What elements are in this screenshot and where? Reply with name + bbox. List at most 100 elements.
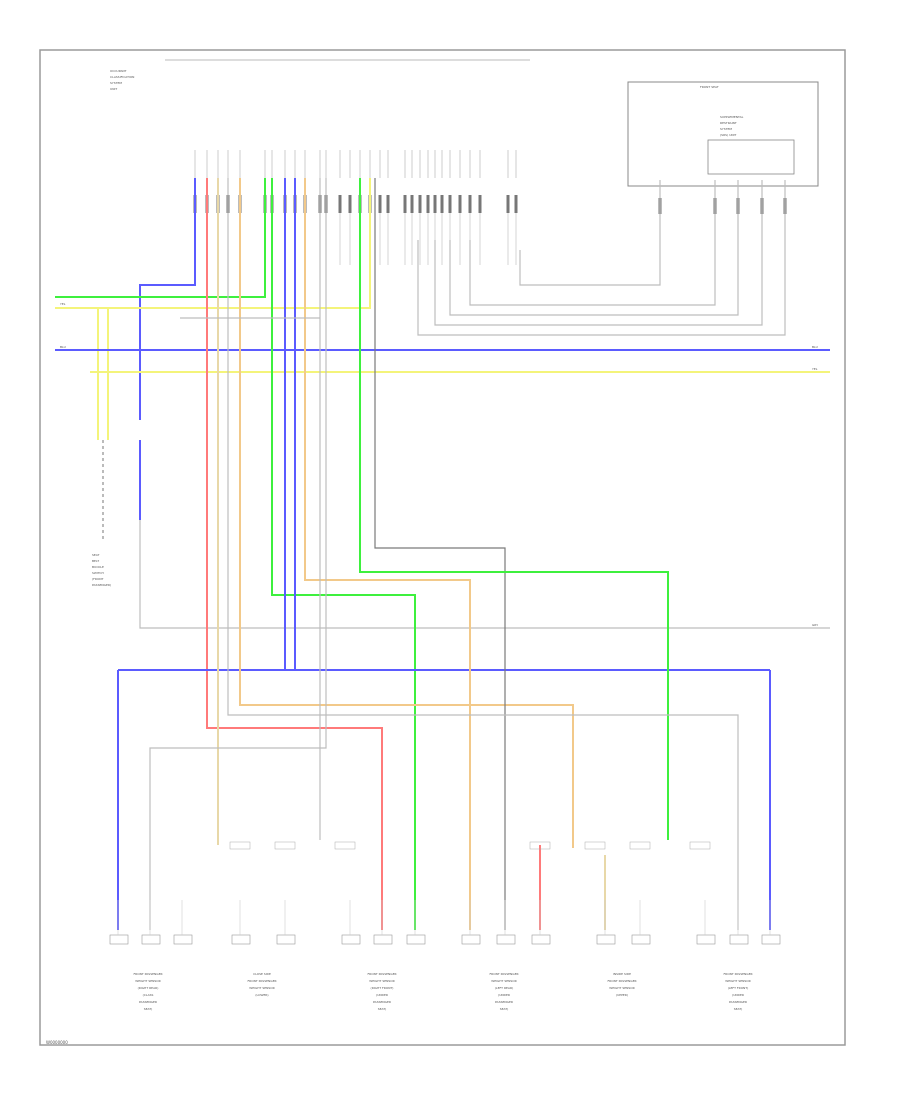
wire-green-main (271, 178, 416, 930)
module-5-line: WEIGHT SENSOR (609, 986, 635, 990)
switch-line-1: SEAT (92, 553, 100, 557)
module-2-line: (LOWER) (255, 993, 268, 997)
switch-line-2: BELT (92, 559, 99, 563)
module-2-label: CLOSE SIDE FRONT PASSENGER WEIGHT SENSOR (L… (247, 972, 276, 997)
seat-belt-switch-label: SEAT BELT BUCKLE SWITCH (FRONT PASSENGER… (92, 553, 111, 587)
unit-line-4: UNIT (110, 87, 117, 91)
bus-right-label-1: BLU (812, 345, 818, 349)
bottom-connector (109, 900, 129, 945)
module-3-line: PASSENGER (373, 1000, 391, 1004)
switch-line-5: (FRONT (92, 577, 104, 581)
module-5-line: INSIDE SIDE (613, 972, 631, 976)
module-4-line: PASSENGER (495, 1000, 513, 1004)
connector-pin (514, 150, 518, 265)
splice-connector (274, 841, 296, 850)
srs-sub-line-2: RESTRAINT (720, 121, 737, 125)
module-5-line: (UPPER) (616, 993, 628, 997)
bottom-connector-layer (109, 841, 781, 945)
srs-box-title: FRONT SEAT (700, 85, 719, 89)
module-1-line: (CLASS (143, 993, 154, 997)
srs-connector-box (707, 139, 795, 175)
wire-green-right (359, 178, 669, 840)
module-1-line: FRONT PASSENGER (133, 972, 162, 976)
module-6-line: SEAT) (734, 1007, 743, 1011)
module-4-line: WEIGHT SENSOR (491, 979, 517, 983)
switch-line-4: SWITCH (92, 571, 104, 575)
wire-gray-right-5 (417, 180, 786, 336)
bottom-connector (496, 900, 516, 945)
diagram-code: W0000000 (46, 1040, 68, 1045)
switch-line-6: PASSENGER) (92, 583, 111, 587)
connector-pin (338, 150, 342, 265)
module-1-line: SEAT) (144, 1007, 153, 1011)
module-4-line: SEAT) (500, 1007, 509, 1011)
unit-line-2: CLASSIFICATION (110, 75, 134, 79)
wire-orange-main (304, 178, 471, 930)
module-label-layer: FRONT PASSENGER WEIGHT SENSOR (RIGHT REAR)… (133, 972, 752, 1011)
srs-unit-box (627, 81, 819, 187)
splice-connector (584, 841, 606, 850)
module-2-line: CLOSE SIDE (253, 972, 271, 976)
module-6-line: PASSENGER (729, 1000, 747, 1004)
bottom-connector (173, 900, 193, 945)
wire-gray-right-4 (434, 180, 763, 326)
module-5-line: FRONT PASSENGER (607, 979, 636, 983)
bus-left-label-2: YEL (60, 302, 66, 306)
bus-right-label-2: YEL (812, 367, 818, 371)
srs-sub-line-3: SYSTEM (720, 127, 732, 131)
srs-sub-line-1: SUPPLEMENTAL (720, 115, 744, 119)
bottom-connector (631, 900, 651, 945)
wire-blue-top-left (139, 178, 196, 420)
connector-pin (478, 150, 482, 265)
diagram-frame (39, 49, 846, 1046)
module-1-line: (RIGHT REAR) (138, 986, 159, 990)
module-6-line: WEIGHT SENSOR (725, 979, 751, 983)
bus-right-label-3: GRY (812, 623, 818, 627)
bottom-connector (461, 900, 481, 945)
module-1-line: WEIGHT SENSOR (135, 979, 161, 983)
module-3-line: (RIGHT FRONT) (371, 986, 394, 990)
module-4-line: (UNDER (498, 993, 510, 997)
bottom-connector (729, 900, 749, 945)
bottom-connector (596, 900, 616, 945)
wire-red-main (206, 178, 383, 930)
srs-sub-label: SUPPLEMENTAL RESTRAINT SYSTEM (SRS) UNIT (720, 115, 744, 137)
wire-gray-main (374, 178, 506, 930)
connector-pin (378, 150, 382, 265)
wire-gray-mid (227, 178, 739, 930)
connector-pin (418, 150, 422, 265)
module-2-line: WEIGHT SENSOR (249, 986, 275, 990)
module-6-line: (UNDER (732, 993, 744, 997)
bus-left-label-1: BLU (60, 345, 66, 349)
module-3-line: FRONT PASSENGER (367, 972, 396, 976)
connector-pin (403, 150, 407, 265)
splice-connector (229, 841, 251, 850)
bottom-connector (696, 900, 716, 945)
connector-pin (426, 150, 430, 265)
module-3-line: SEAT) (378, 1007, 387, 1011)
module-4-line: (LEFT REAR) (495, 986, 513, 990)
module-5-label: INSIDE SIDE FRONT PASSENGER WEIGHT SENSOR (… (607, 972, 636, 997)
splice-connector (529, 841, 551, 850)
srs-sub-line-4: (SRS) UNIT (720, 133, 737, 137)
bottom-connector (373, 900, 393, 945)
connector-pin (386, 150, 390, 265)
connector-pin (458, 150, 462, 265)
connector-pin (506, 150, 510, 265)
module-3-line: (UNDER (376, 993, 388, 997)
wire-yellow-bus (55, 178, 371, 309)
wire-gray-right-2 (469, 180, 716, 306)
module-1-line: PASSENGER (139, 1000, 157, 1004)
bottom-connector (406, 900, 426, 945)
unit-line-1: OCCUPANT (110, 69, 127, 73)
wire-light-a (149, 178, 327, 930)
bottom-connector (531, 900, 551, 945)
module-1-label: FRONT PASSENGER WEIGHT SENSOR (RIGHT REAR)… (133, 972, 162, 1011)
bottom-connector (141, 900, 161, 945)
module-2-line: FRONT PASSENGER (247, 979, 276, 983)
connector-pin (440, 150, 444, 265)
